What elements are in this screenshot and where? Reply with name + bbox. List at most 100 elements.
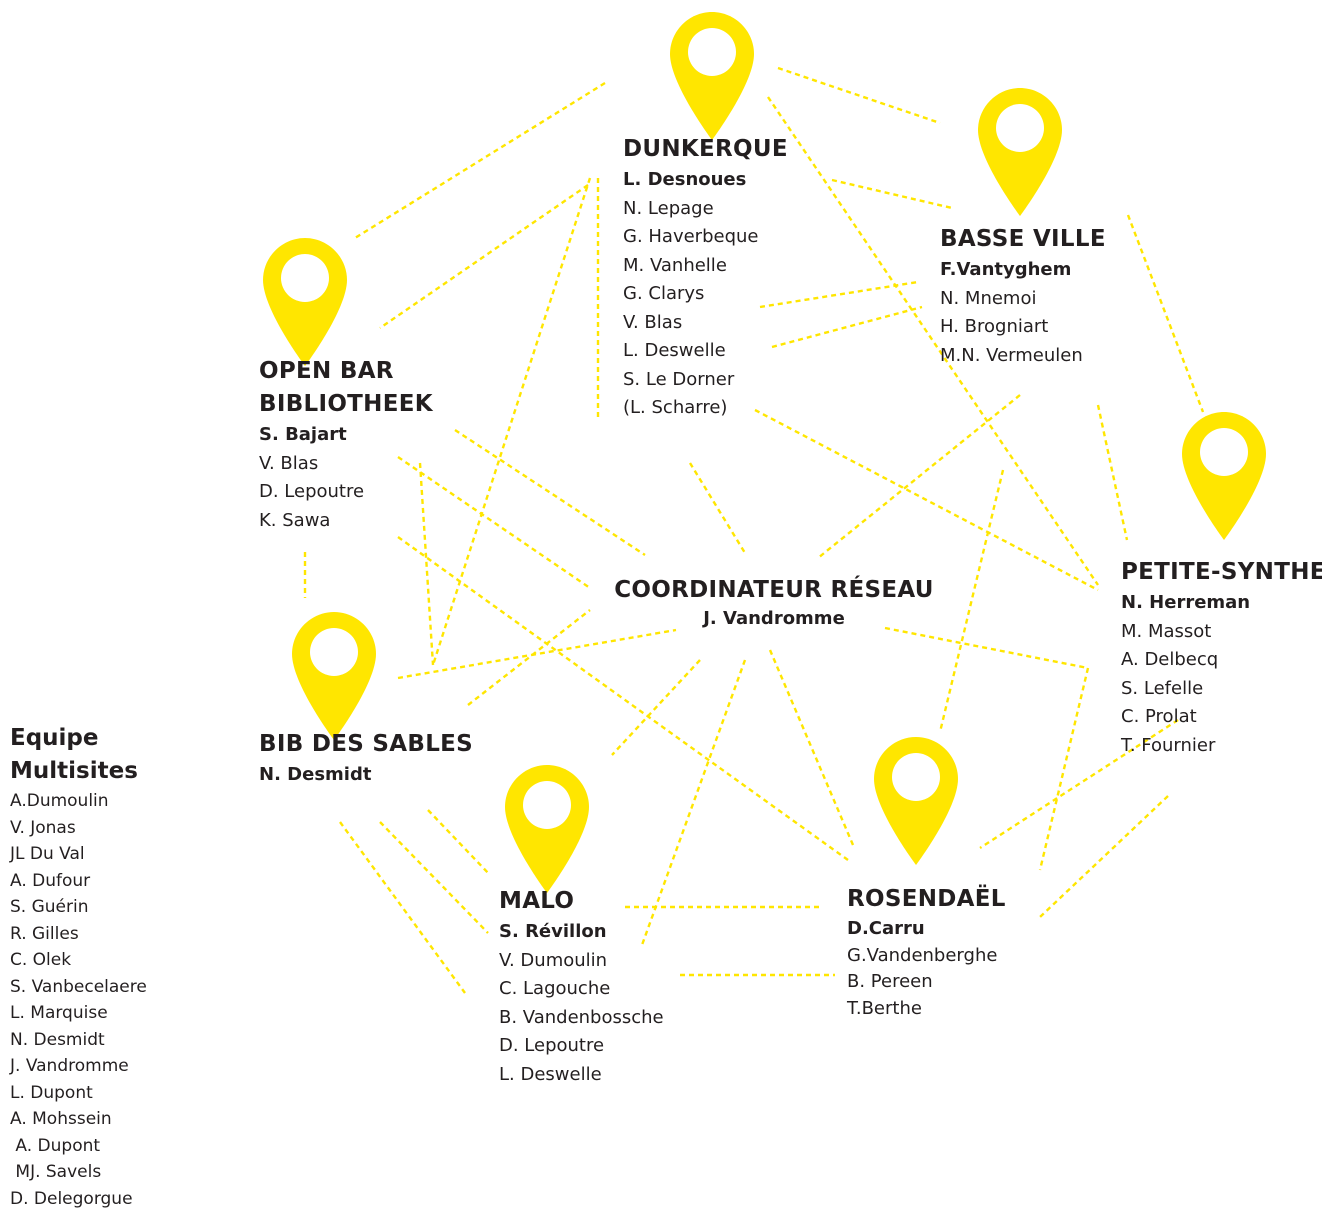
member: B. Pereen bbox=[847, 971, 933, 992]
map-pin-icon bbox=[505, 765, 589, 893]
member: L. Deswelle bbox=[623, 340, 726, 361]
link-line bbox=[767, 96, 1099, 586]
member: L. Marquise bbox=[10, 1003, 108, 1023]
link-line bbox=[397, 536, 849, 861]
site-open-bar: OPEN BAR BIBLIOTHEEK S. Bajart V. Blas D… bbox=[259, 355, 433, 535]
site-lead: N. Herreman bbox=[1121, 592, 1251, 613]
member: M. Massot bbox=[1121, 620, 1212, 642]
link-line bbox=[379, 821, 489, 934]
site-name: PETITE-SYNTHE bbox=[1121, 559, 1322, 585]
map-pin-icon bbox=[1182, 412, 1266, 540]
member: C. Olek bbox=[10, 950, 72, 970]
member: T. Fournier bbox=[1121, 734, 1216, 756]
member: A. Dufour bbox=[10, 870, 91, 891]
site-name: OPEN BAR bbox=[259, 358, 394, 384]
link-line bbox=[884, 626, 1089, 670]
link-line bbox=[831, 178, 953, 210]
member: D. Lepoutre bbox=[499, 1035, 605, 1056]
link-line bbox=[418, 462, 435, 666]
member: N. Desmidt bbox=[10, 1029, 105, 1050]
link-line bbox=[397, 628, 677, 680]
member: V. Jonas bbox=[10, 817, 76, 838]
member: V. Blas bbox=[259, 452, 319, 474]
member: JL Du Val bbox=[10, 844, 85, 864]
link-line bbox=[1096, 404, 1129, 541]
member: A. Mohssein bbox=[10, 1109, 112, 1129]
link-line bbox=[354, 81, 606, 240]
link-line bbox=[1038, 667, 1090, 871]
multisites-title: Equipe bbox=[10, 725, 99, 751]
member: K. Sawa bbox=[259, 509, 331, 531]
site-lead: S. Révillon bbox=[499, 921, 607, 942]
link-line bbox=[777, 66, 941, 125]
link-line bbox=[611, 659, 701, 756]
member: C. Prolat bbox=[1121, 706, 1197, 727]
site-malo: MALO S. Révillon V. Dumoulin C. Lagouche… bbox=[499, 885, 664, 1089]
site-name: COORDINATEUR RÉSEAU bbox=[614, 577, 934, 603]
link-line bbox=[1039, 795, 1169, 918]
member: G. Clarys bbox=[623, 283, 705, 304]
map-pin-icon bbox=[263, 238, 347, 366]
member: M.N. Vermeulen bbox=[940, 344, 1083, 366]
link-line bbox=[1126, 214, 1205, 413]
link-line bbox=[768, 649, 855, 846]
member: S. Le Dorner bbox=[623, 368, 735, 390]
link-line bbox=[397, 456, 591, 589]
site-name: DUNKERQUE bbox=[623, 136, 788, 162]
site-lead: N. Desmidt bbox=[259, 764, 372, 785]
member: D. Lepoutre bbox=[259, 481, 365, 502]
link-line bbox=[339, 821, 466, 994]
link-line bbox=[754, 408, 1099, 592]
member: B. Vandenbossche bbox=[499, 1006, 664, 1028]
member: J. Vandromme bbox=[10, 1056, 129, 1076]
site-lead: S. Bajart bbox=[259, 424, 347, 445]
member: C. Lagouche bbox=[499, 978, 611, 999]
site-dunkerque: DUNKERQUE L. Desnoues N. Lepage G. Haver… bbox=[623, 133, 788, 423]
member: A. Delbecq bbox=[1121, 649, 1219, 670]
site-basse-ville: BASSE VILLE F.Vantyghem N. Mnemoi H. Bro… bbox=[940, 223, 1106, 370]
link-line bbox=[454, 428, 646, 557]
member: L. Deswelle bbox=[499, 1063, 602, 1085]
site-name: BASSE VILLE bbox=[940, 226, 1106, 252]
link-line bbox=[688, 462, 747, 554]
map-pin-icon bbox=[292, 612, 376, 740]
site-bib-des-sables: BIB DES SABLES N. Desmidt bbox=[259, 728, 473, 790]
member: H. Brogniart bbox=[940, 316, 1049, 337]
link-line bbox=[379, 184, 589, 329]
member: L. Dupont bbox=[10, 1082, 93, 1103]
map-pin-icon bbox=[874, 737, 958, 865]
multisites-title: Multisites bbox=[10, 758, 138, 784]
link-line bbox=[467, 609, 591, 706]
member: S. Vanbecelaere bbox=[10, 976, 147, 997]
site-name: BIBLIOTHEEK bbox=[259, 391, 433, 417]
member: (L. Scharre) bbox=[623, 397, 728, 418]
member: G. Haverbeque bbox=[623, 226, 759, 247]
member: N. Lepage bbox=[623, 197, 714, 219]
site-name: ROSENDAËL bbox=[847, 886, 1006, 912]
member: D. Delegorgue bbox=[10, 1188, 133, 1209]
site-petite-synthe: PETITE-SYNTHE N. Herreman M. Massot A. D… bbox=[1121, 556, 1322, 760]
member: N. Mnemoi bbox=[940, 287, 1037, 309]
link-line bbox=[817, 394, 1021, 559]
map-pin-icon bbox=[978, 88, 1062, 216]
site-name: MALO bbox=[499, 888, 575, 914]
member: G.Vandenberghe bbox=[847, 944, 998, 966]
link-line bbox=[938, 469, 1005, 733]
site-coordinateur: COORDINATEUR RÉSEAU J. Vandromme bbox=[614, 574, 934, 631]
member: V. Dumoulin bbox=[499, 949, 608, 971]
site-lead: D.Carru bbox=[847, 918, 925, 939]
member: A.Dumoulin bbox=[10, 791, 109, 811]
map-pin-icon bbox=[670, 12, 754, 140]
site-lead: J. Vandromme bbox=[703, 608, 845, 629]
link-line bbox=[427, 809, 491, 876]
member: A. Dupont bbox=[10, 1135, 101, 1156]
link-line bbox=[640, 659, 747, 946]
member: V. Blas bbox=[623, 311, 683, 333]
site-name: BIB DES SABLES bbox=[259, 731, 474, 757]
member: S. Guérin bbox=[10, 897, 89, 917]
link-line bbox=[979, 718, 1179, 850]
member: S. Lefelle bbox=[1121, 677, 1204, 699]
site-lead: L. Desnoues bbox=[623, 169, 747, 190]
